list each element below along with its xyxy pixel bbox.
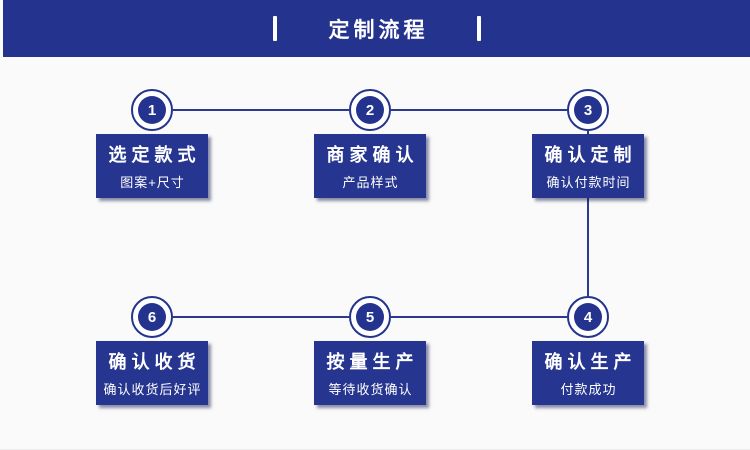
step-2-circle: 2 (349, 89, 391, 131)
step-3-subtitle: 确认付款时间 (546, 175, 631, 190)
step-5-number: 5 (356, 303, 384, 331)
step-6-card: 确认收货 确认收货后好评 (96, 341, 208, 405)
step-3-number: 3 (574, 96, 602, 124)
connector-step4-step5 (391, 316, 567, 318)
step-2-card: 商家确认 产品样式 (314, 134, 426, 198)
step-1-circle: 1 (131, 89, 173, 131)
connector-step2-step3 (391, 109, 567, 111)
step-4-number: 4 (574, 303, 602, 331)
step-6-title: 确认收货 (108, 352, 201, 372)
step-6-number: 6 (138, 303, 166, 331)
step-1-node: 1 选定款式 图案+尺寸 (94, 89, 210, 198)
step-2-node: 2 商家确认 产品样式 (312, 89, 428, 198)
step-6-node: 6 确认收货 确认收货后好评 (94, 296, 210, 405)
step-6-circle: 6 (131, 296, 173, 338)
step-3-card: 确认定制 确认付款时间 (532, 134, 644, 198)
step-1-subtitle: 图案+尺寸 (120, 175, 185, 190)
step-4-node: 4 确认生产 付款成功 (530, 296, 646, 405)
step-4-subtitle: 付款成功 (560, 382, 617, 397)
page-title: 定制流程 (328, 18, 429, 42)
step-4-title: 确认生产 (544, 352, 637, 372)
step-2-number: 2 (356, 96, 384, 124)
step-4-card: 确认生产 付款成功 (532, 341, 644, 405)
connector-step5-step6 (173, 316, 349, 318)
step-1-number: 1 (138, 96, 166, 124)
step-3-node: 3 确认定制 确认付款时间 (530, 89, 646, 198)
title-divider-left-icon (272, 16, 277, 41)
step-5-circle: 5 (349, 296, 391, 338)
step-4-circle: 4 (567, 296, 609, 338)
step-6-subtitle: 确认收货后好评 (103, 382, 202, 397)
step-1-card: 选定款式 图案+尺寸 (96, 134, 208, 198)
step-2-subtitle: 产品样式 (342, 175, 399, 190)
header-bar: 定制流程 (3, 0, 750, 57)
step-5-node: 5 按量生产 等待收货确认 (312, 296, 428, 405)
connector-step1-step2 (173, 109, 349, 111)
step-3-title: 确认定制 (544, 145, 637, 165)
title-divider-right-icon (476, 16, 481, 41)
step-5-subtitle: 等待收货确认 (328, 382, 413, 397)
step-1-title: 选定款式 (108, 145, 201, 165)
connector-step3-step4 (587, 131, 589, 296)
step-5-title: 按量生产 (326, 352, 419, 372)
step-3-circle: 3 (567, 89, 609, 131)
step-5-card: 按量生产 等待收货确认 (314, 341, 426, 405)
step-2-title: 商家确认 (326, 145, 419, 165)
